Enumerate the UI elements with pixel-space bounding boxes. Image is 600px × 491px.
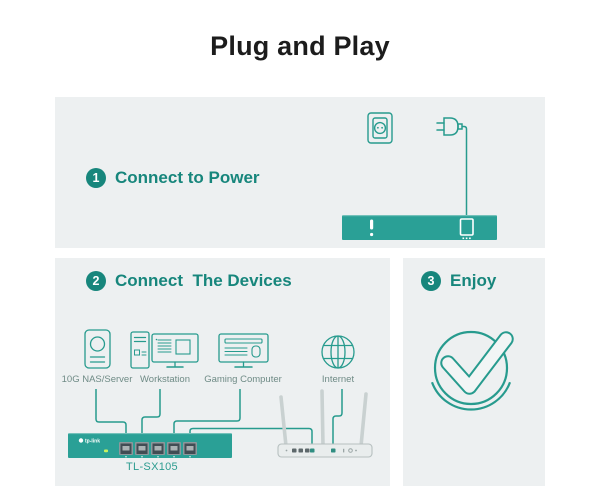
power-connection-illustration xyxy=(342,112,497,240)
router-wan-port xyxy=(331,448,336,453)
enjoy-illustration xyxy=(430,330,514,411)
device-label-nas: 10G NAS/Server xyxy=(61,374,133,385)
step3-label: Enjoy xyxy=(450,271,497,290)
step3-header: 3 Enjoy xyxy=(421,271,496,291)
step1-label: Connect to Power xyxy=(115,168,260,187)
power-plug-icon xyxy=(436,117,463,136)
devices-connection-illustration: tp-link xyxy=(68,329,373,458)
led-indicator xyxy=(104,449,108,453)
power-outlet-icon xyxy=(367,112,393,144)
router-antennas xyxy=(279,389,368,448)
switch-front-icon: tp-link xyxy=(68,433,232,458)
nas-tower-icon xyxy=(84,329,111,369)
step3-number-badge: 3 xyxy=(421,271,441,291)
power-port-icon xyxy=(459,218,474,236)
check-circle-icon xyxy=(430,330,514,411)
gaming-monitor-icon xyxy=(218,333,269,368)
globe-icon xyxy=(321,335,355,369)
step1-number-badge: 1 xyxy=(86,168,106,188)
tplink-logo: tp-link xyxy=(78,438,100,445)
ethernet-cables xyxy=(95,389,343,444)
router-lan-port xyxy=(310,448,315,453)
svg-text:tp-link: tp-link xyxy=(85,439,100,445)
step2-number-badge: 2 xyxy=(86,271,106,291)
step3-panel: 3 Enjoy xyxy=(403,258,545,486)
page-title: Plug and Play xyxy=(210,31,390,61)
router-icon xyxy=(277,443,373,458)
step2-label: Connect The Devices xyxy=(115,271,292,290)
switch-model-label: TL-SX105 xyxy=(126,461,178,473)
switch-ports xyxy=(119,442,197,458)
step2-header: 2 Connect The Devices xyxy=(86,271,292,291)
step1-header: 1 Connect to Power xyxy=(86,168,260,188)
device-label-internet: Internet xyxy=(321,374,355,385)
device-label-workstation: Workstation xyxy=(140,374,190,385)
step1-panel: 1 Connect to Power xyxy=(55,97,545,248)
power-cord xyxy=(462,125,468,215)
workstation-icon xyxy=(130,331,199,369)
device-label-gaming: Gaming Computer xyxy=(204,374,282,385)
switch-rear-bar xyxy=(342,215,497,240)
step2-panel: tp-link xyxy=(55,258,390,486)
